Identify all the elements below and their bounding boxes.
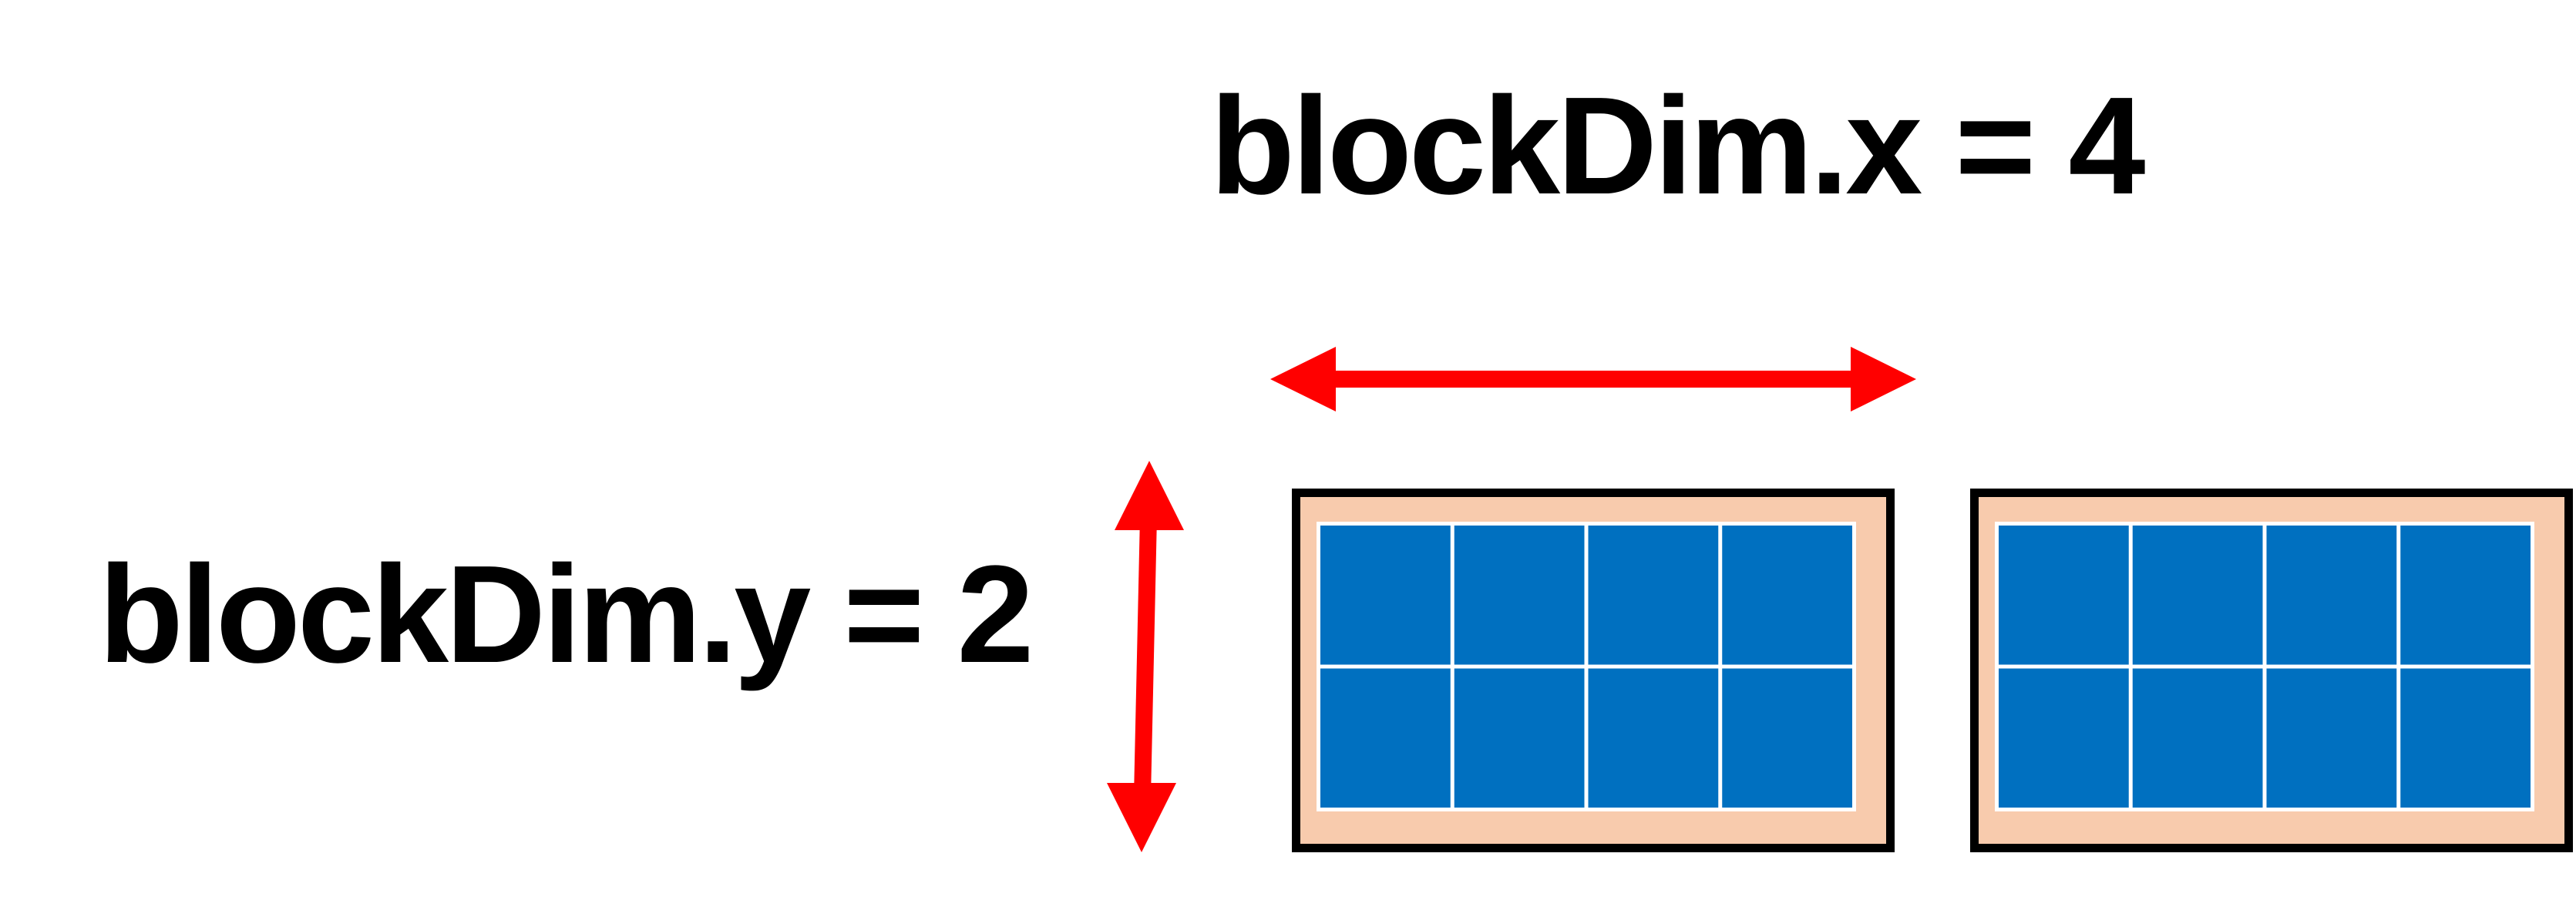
thread-cell (2266, 668, 2397, 808)
thread-cell (1999, 668, 2129, 808)
thread-cell (1588, 526, 1719, 665)
thread-cell (2132, 526, 2263, 665)
horizontal-double-arrow (1270, 347, 1916, 411)
arrow-y-top-head (1115, 461, 1184, 530)
thread-cell (1722, 668, 1852, 808)
thread-cell (1320, 526, 1451, 665)
thread-cell (1588, 668, 1719, 808)
thread-block (1292, 489, 1895, 852)
thread-cell (1722, 526, 1852, 665)
thread-cell (2400, 668, 2531, 808)
arrow-x-right-head (1851, 347, 1916, 411)
thread-cell (1320, 668, 1451, 808)
thread-cell (2132, 668, 2263, 808)
arrow-y-bottom-head (1107, 783, 1176, 852)
block-dim-y-label: blockDim.y = 2 (99, 537, 1034, 692)
vertical-double-arrow (1107, 461, 1184, 852)
thread-cell (2400, 526, 2531, 665)
arrow-y-shaft (1134, 516, 1157, 798)
thread-cell (1999, 526, 2129, 665)
thread-cell (1454, 526, 1585, 665)
arrow-x-left-head (1270, 347, 1336, 411)
thread-cell (2266, 526, 2397, 665)
thread-blocks (1292, 489, 2573, 852)
thread-block (1970, 489, 2573, 852)
thread-cell (1454, 668, 1585, 808)
block-dim-x-label: blockDim.x = 4 (1210, 69, 2146, 223)
